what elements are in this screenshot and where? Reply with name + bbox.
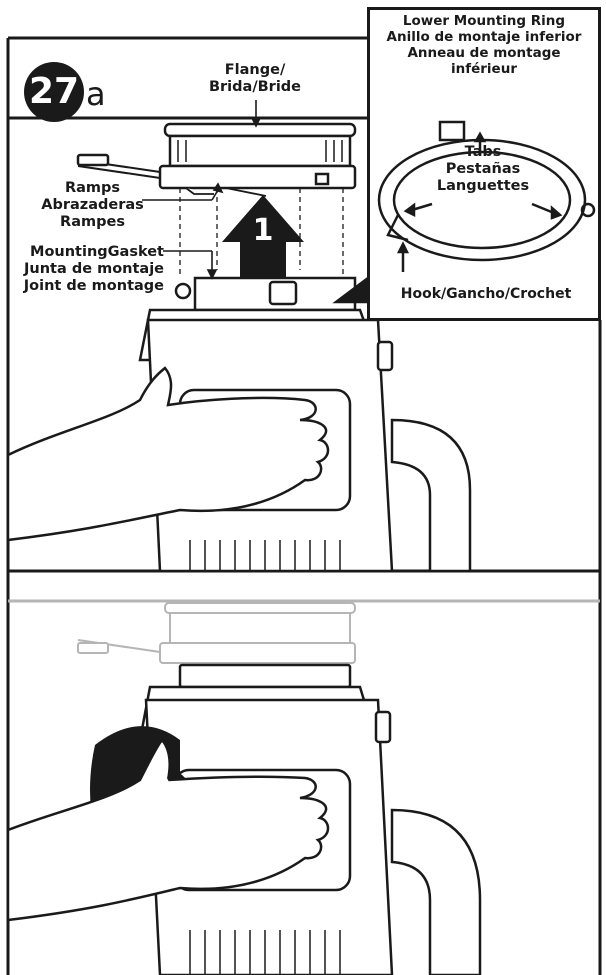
flange-label-line: Brida/Bride [200, 79, 310, 96]
step-badge: 27 a [24, 62, 90, 122]
tabs-label: Tabs Pestañas Languettes [418, 144, 548, 195]
step1-number: 1 [247, 214, 279, 248]
ramps-label-line: Rampes [40, 214, 145, 231]
gasket-label-line: Joint de montage [12, 278, 164, 295]
flange-label: Flange/ Brida/Bride [200, 62, 310, 96]
ramps-label-line: Abrazaderas [40, 197, 145, 214]
gasket-label: MountingGasket Junta de montaje Joint de… [12, 244, 164, 295]
step-suffix: a [86, 74, 106, 114]
step2-number: 2 [140, 770, 180, 810]
tabs-label-line: Languettes [418, 178, 548, 195]
step-number: 27 [24, 70, 84, 114]
gasket-label-line: Junta de montaje [12, 261, 164, 278]
flange-label-line: Flange/ [200, 62, 310, 79]
faded-flange [78, 603, 355, 663]
hook-label: Hook/Gancho/Crochet [380, 286, 592, 303]
gasket-label-line: MountingGasket [12, 244, 164, 261]
ramps-label-line: Ramps [40, 180, 145, 197]
inset-panel: Lower Mounting Ring Anillo de montaje in… [367, 7, 601, 321]
ramps-label: Ramps Abrazaderas Rampes [40, 180, 145, 231]
tabs-label-line: Tabs [418, 144, 548, 161]
tabs-label-line: Pestañas [418, 161, 548, 178]
